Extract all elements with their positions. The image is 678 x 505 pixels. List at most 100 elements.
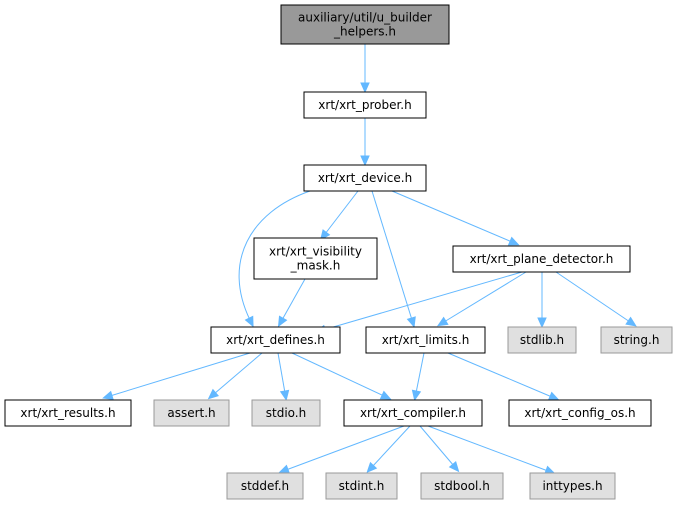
node-label: xrt/xrt_compiler.h [360,406,466,420]
node-label: inttypes.h [542,479,602,493]
arrowhead-icon [277,315,288,328]
arrowhead-icon [360,82,370,94]
node-box [251,399,321,427]
edge-line [277,352,286,394]
node-box [365,326,486,354]
edge-prober-to-device [360,118,370,167]
edge-visibility-to-defines [277,278,306,328]
edge-line [281,278,306,321]
node-prober[interactable]: xrt/xrt_prober.h [303,91,427,119]
node-label: xrt/xrt_defines.h [226,333,325,347]
arrowhead-icon [279,389,290,402]
arrowhead-icon [537,317,547,329]
arrowhead-icon [411,389,422,402]
node-results[interactable]: xrt/xrt_results.h [4,399,132,427]
edge-compiler-to-stddef [278,425,405,474]
edge-defines-to-assert [207,352,263,400]
edge-plane-to-string [555,271,637,327]
edge-device-to-defines [238,190,311,328]
node-label: assert.h [167,406,215,420]
edge-limits-to-compiler [411,352,425,402]
node-configos[interactable]: xrt/xrt_config_os.h [508,399,652,427]
edge-line [322,271,523,331]
node-label: xrt/xrt_visibility [269,245,362,259]
node-string: string.h [600,326,673,354]
edge-plane-to-stdlib [537,272,547,329]
edge-line [415,352,425,394]
node-label: _mask.h [290,259,341,273]
node-label: stdlib.h [520,333,564,347]
node-label: xrt/xrt_results.h [20,406,115,420]
edge-line [291,352,385,397]
node-label: stdio.h [266,406,306,420]
edge-plane-to-limits [436,271,527,327]
edge-line [419,425,455,467]
node-box [452,245,631,273]
arrowhead-icon [278,464,291,474]
edge-line [324,190,359,235]
edge-defines-to-stdio [277,352,290,402]
arrowhead-icon [436,316,449,327]
node-box [210,326,341,354]
node-device[interactable]: xrt/xrt_device.h [303,164,427,192]
node-box [529,472,616,500]
edge-line [447,352,553,398]
edge-defines-to-compiler [291,352,392,400]
node-visibility[interactable]: xrt/xrt_visibility_mask.h [253,237,378,280]
node-label: xrt/xrt_plane_detector.h [470,252,614,266]
node-stdbool: stdbool.h [420,472,504,500]
node-box [153,399,230,427]
node-limits[interactable]: xrt/xrt_limits.h [365,326,486,354]
node-box [253,237,378,280]
node-stdint: stdint.h [325,472,398,500]
edge-line [443,271,527,323]
node-box [303,91,427,119]
edge-defines-to-results [102,352,251,400]
node-label: xrt/xrt_limits.h [382,333,470,347]
edge-device-to-limits [371,190,416,328]
node-label: _helpers.h [333,25,396,39]
node-label: xrt/xrt_device.h [318,171,412,185]
arrowhead-icon [625,316,637,327]
node-stddef: stddef.h [226,472,304,500]
edge-root-to-prober [360,44,370,94]
node-label: stdbool.h [434,479,490,493]
node-stdio: stdio.h [251,399,321,427]
edge-line [109,352,251,397]
edge-device-to-plane [391,190,520,246]
arrowhead-icon [366,461,378,474]
node-label: auxiliary/util/u_builder [298,11,432,25]
node-label: xrt/xrt_config_os.h [524,406,635,420]
node-root[interactable]: auxiliary/util/u_builder_helpers.h [280,4,450,45]
node-box [420,472,504,500]
arrowhead-icon [547,391,560,401]
arrowhead-icon [406,316,416,328]
node-box [508,399,652,427]
node-label: stddef.h [241,479,289,493]
edge-plane-to-defines [315,271,523,334]
edge-compiler-to-inttypes [427,425,556,475]
node-assert: assert.h [153,399,230,427]
edge-line [391,190,513,243]
node-box [280,4,450,45]
arrowhead-icon [319,229,331,241]
edge-line [238,190,311,321]
arrowhead-icon [102,390,114,400]
edge-compiler-to-stdbool [419,425,460,473]
node-box [325,472,398,500]
edge-device-to-visibility [319,190,359,241]
node-label: string.h [614,333,660,347]
node-inttypes: inttypes.h [529,472,616,500]
arrowhead-icon [360,155,370,167]
node-box [343,399,483,427]
node-box [4,399,132,427]
node-label: xrt/xrt_prober.h [318,98,411,112]
edge-compiler-to-stdint [366,425,411,474]
edge-line [371,190,413,321]
node-plane[interactable]: xrt/xrt_plane_detector.h [452,245,631,273]
node-defines[interactable]: xrt/xrt_defines.h [210,326,341,354]
node-compiler[interactable]: xrt/xrt_compiler.h [343,399,483,427]
edge-line [213,352,263,395]
node-box [600,326,673,354]
